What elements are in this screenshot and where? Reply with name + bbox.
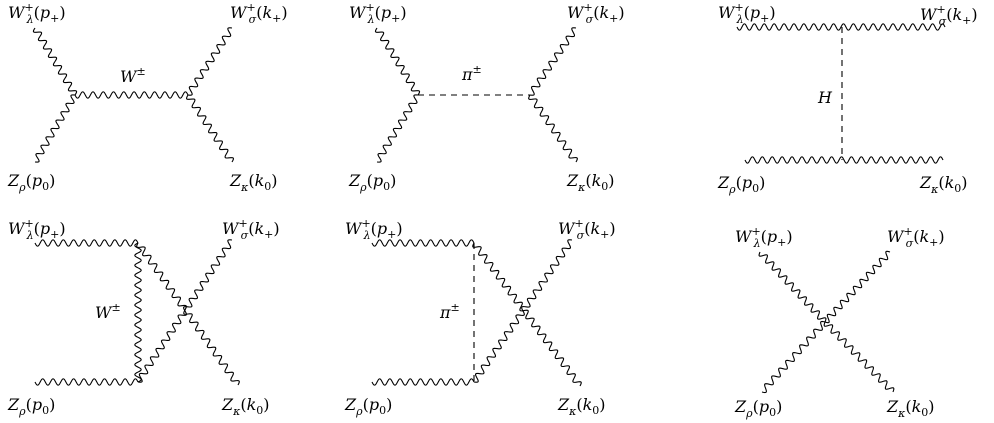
diagram-3-propagator-label: H — [817, 88, 833, 107]
diagram-5-wline-cross-down — [472, 242, 582, 387]
diagram-5-label-top-right: W+σ(k+) — [558, 217, 616, 242]
diagram-1-wline-bottom-left — [34, 94, 76, 163]
diagram-6-label-top-left: W+λ(p+) — [735, 225, 793, 250]
diagram-6-wline-top-left — [758, 251, 827, 323]
diagram-1-propagator-label: W± — [120, 65, 146, 86]
diagram-4-propagator-label: W± — [95, 301, 121, 322]
diagram-4-label-top-left: W+λ(p+) — [8, 217, 66, 242]
diagram-5-wline-bottom-left — [371, 378, 475, 386]
diagram-5-label-bottom-left: Zρ(p0) — [344, 395, 392, 418]
diagram-3-wline-top — [736, 23, 946, 31]
diagram-6-label-bottom-left: Zρ(p0) — [734, 397, 782, 420]
diagram-5-propagator-label: π± — [439, 301, 460, 322]
diagram-1-wline-top-right — [187, 27, 233, 96]
diagram-4-label-bottom-right: Zκ(k0) — [221, 395, 270, 418]
diagram-6-label-top-right: W+σ(k+) — [887, 225, 945, 250]
diagram-5-wline-cross-up — [473, 239, 573, 383]
diagram-4-wline-top-left — [34, 239, 139, 247]
diagram-2-wline-bottom-left — [376, 94, 419, 163]
diagram-4-propagator-w — [134, 242, 142, 383]
diagram-5-label-bottom-right: Zκ(k0) — [557, 395, 606, 418]
diagram-1-label-top-left: W+λ(p+) — [8, 1, 66, 26]
diagram-2-propagator-label: π± — [461, 63, 482, 84]
diagram-6-wline-bottom-left — [761, 320, 826, 394]
diagram-2-label-bottom-right: Zκ(k0) — [566, 171, 615, 194]
diagram-2-wline-bottom-right — [528, 94, 578, 163]
diagram-1-label-top-right: W+σ(k+) — [230, 1, 288, 26]
diagram-2-label-top-right: W+σ(k+) — [567, 1, 625, 26]
diagram-6-wline-top-right — [824, 250, 891, 324]
diagram-1-label-bottom-left: Zρ(p0) — [7, 171, 55, 194]
diagram-1-label-bottom-right: Zκ(k0) — [229, 171, 278, 194]
diagram-3-wline-bottom — [744, 156, 944, 164]
diagram-1-wline-bottom-right — [185, 94, 235, 163]
diagram-3-label-top-left: W+λ(p+) — [718, 1, 776, 26]
diagram-3-label-top-right: W+σ(k+) — [920, 3, 978, 28]
diagram-4-label-bottom-left: Zρ(p0) — [7, 395, 55, 418]
diagram-6-wline-bottom-right — [823, 321, 895, 393]
diagram-3-label-bottom-right: Zκ(k0) — [919, 173, 968, 196]
diagram-3-label-bottom-left: Zρ(p0) — [717, 173, 765, 196]
diagram-4-wline-cross-down — [136, 242, 240, 386]
diagram-1-wline-top-left — [32, 27, 78, 96]
diagram-4-wline-cross-up — [137, 239, 233, 383]
diagram-5-wline-top-left — [371, 239, 475, 247]
diagram-6-label-bottom-right: Zκ(k0) — [886, 397, 935, 420]
diagram-2-label-bottom-left: Zρ(p0) — [348, 171, 396, 194]
diagram-2-wline-top-right — [529, 27, 577, 96]
diagram-2-label-top-left: W+λ(p+) — [349, 1, 407, 26]
diagram-5-label-top-left: W+λ(p+) — [345, 217, 403, 242]
diagram-4-label-top-right: W+σ(k+) — [222, 217, 280, 242]
diagram-2-wline-top-left — [374, 27, 421, 96]
diagram-4-wline-bottom-left — [34, 378, 139, 386]
diagram-1-propagator-w — [74, 91, 189, 99]
